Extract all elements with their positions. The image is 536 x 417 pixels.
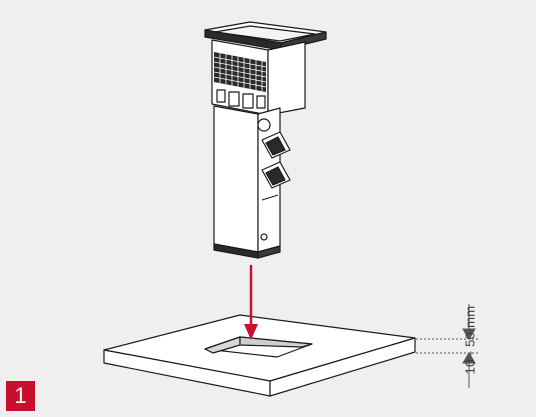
mounting-clips bbox=[216, 89, 266, 109]
dimension-arrow-top-icon bbox=[462, 328, 476, 340]
plate-cutout bbox=[204, 336, 313, 358]
dimension-arrow-bottom-icon bbox=[462, 352, 476, 364]
round-port bbox=[257, 118, 271, 132]
lid-inner bbox=[214, 25, 316, 42]
plate-front-right-face bbox=[269, 337, 416, 397]
small-port bbox=[260, 233, 268, 241]
dimension-label: 10 - 50 mm bbox=[462, 305, 478, 375]
device-module bbox=[204, 21, 327, 259]
lower-body-front bbox=[213, 105, 259, 253]
dimension-indicator bbox=[416, 304, 478, 388]
socket-upper bbox=[261, 131, 291, 159]
step-number-badge: 1 bbox=[14, 383, 27, 408]
vent-grille-lines bbox=[213, 53, 267, 91]
side-seam bbox=[261, 194, 279, 201]
arrow-head bbox=[244, 324, 258, 340]
socket-lower bbox=[261, 161, 291, 189]
upper-housing-side bbox=[267, 41, 306, 116]
cutout-inner-wall-right bbox=[239, 336, 313, 348]
insertion-arrow-icon bbox=[244, 265, 258, 340]
lower-body-base-side bbox=[257, 245, 281, 259]
step-badge-bg bbox=[6, 381, 35, 411]
